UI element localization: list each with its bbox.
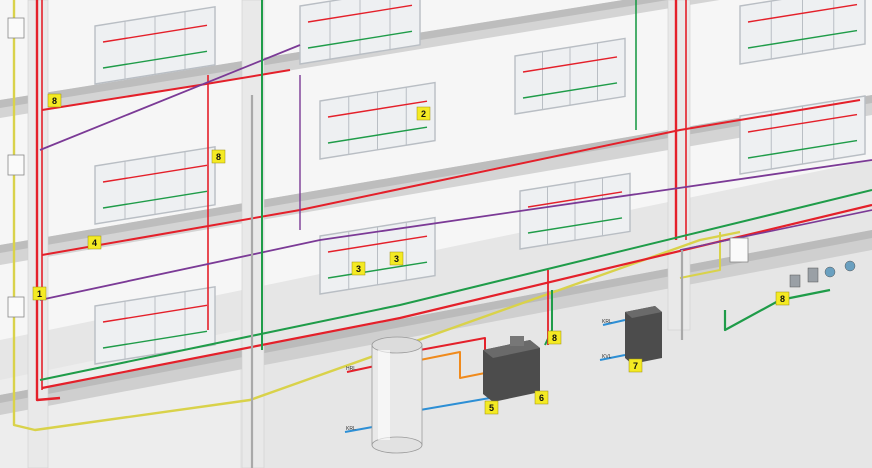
pipe-purple-2: [39, 159, 872, 301]
valve-group: [789, 260, 856, 288]
marker-m1: 1: [32, 286, 47, 301]
wall-frame: [299, 0, 421, 65]
marker-m8d: 8: [775, 291, 790, 306]
pipe-blue-3: [599, 354, 626, 361]
marker-m7: 7: [628, 358, 643, 373]
marker-label: 3: [394, 254, 399, 264]
heat-unit-main: [483, 336, 540, 402]
pipe-green-4: [723, 288, 831, 332]
marker-label: 8: [216, 152, 221, 162]
pipe-green-2: [39, 189, 872, 381]
marker-m4: 4: [87, 235, 102, 250]
marker-label: 2: [421, 109, 426, 119]
wall-frame: [514, 37, 626, 115]
wall-frame: [519, 172, 631, 250]
marker-label: 8: [52, 96, 57, 106]
pipe-yellow-2: [679, 232, 721, 279]
marker-label: 8: [552, 333, 557, 343]
pipe-red-storage-2: [419, 337, 486, 351]
marker-m8a: 8: [47, 93, 62, 108]
marker-m8c: 8: [547, 330, 562, 345]
marker-m3b: 3: [389, 251, 404, 266]
pipe-blue-1: [419, 397, 491, 411]
marker-m6: 6: [534, 390, 549, 405]
pipe-blue-4: [602, 319, 626, 326]
tag-krl-storage: KRL: [346, 426, 356, 432]
marker-label: 7: [633, 361, 638, 371]
marker-m2: 2: [416, 106, 431, 121]
pipe-purple-4: [679, 209, 872, 251]
heat-unit-secondary: [625, 306, 662, 364]
tag-hrl: HRL: [346, 366, 356, 372]
wall-frame: [94, 285, 216, 365]
markers: 1 2 3 3 4 5 6 7 8 8 8 8: [32, 93, 790, 415]
marker-label: 1: [37, 289, 42, 299]
wall-frame: [319, 81, 436, 160]
marker-label: 3: [356, 264, 361, 274]
wall-frame: [739, 0, 866, 65]
marker-m3a: 3: [351, 261, 366, 276]
pipe-tags: HRL KRL KRL KVL: [346, 319, 612, 432]
marker-label: 5: [489, 403, 494, 413]
marker-m8b: 8: [211, 149, 226, 164]
pipe-purple-1: [39, 44, 301, 151]
pipe-red-storage: [346, 365, 376, 373]
wall-frame: [94, 145, 216, 225]
pipes: [12, 0, 872, 468]
marker-m5: 5: [484, 400, 499, 415]
distribution-boxes: [7, 17, 749, 318]
tag-krl: KRL: [602, 319, 612, 325]
marker-label: 8: [780, 294, 785, 304]
pipe-red-main-2: [41, 99, 861, 256]
pipe-orange: [419, 351, 491, 379]
marker-label: 4: [92, 238, 97, 248]
pipe-yellow: [12, 0, 741, 432]
storage-tank: [371, 336, 423, 454]
pipe-red-riser: [35, 0, 61, 402]
wall-frame: [94, 5, 216, 85]
tag-kvl: KVL: [602, 354, 612, 360]
marker-label: 6: [539, 393, 544, 403]
